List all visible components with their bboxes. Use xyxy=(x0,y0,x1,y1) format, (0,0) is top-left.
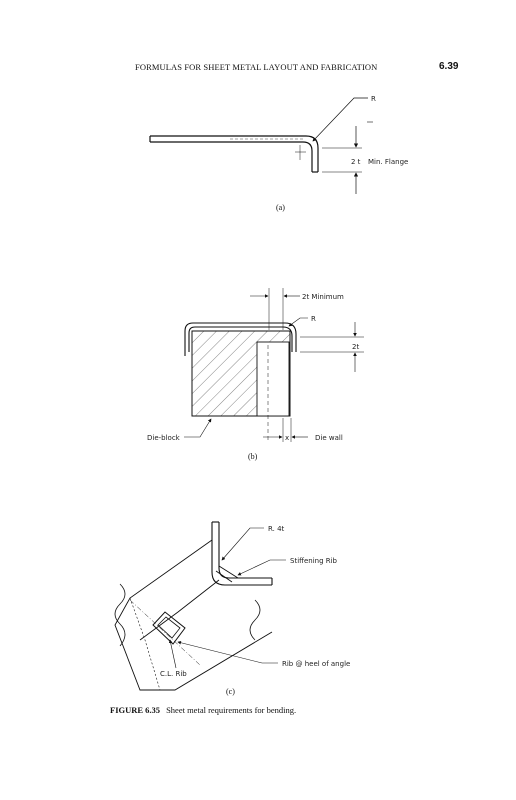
page-number: 6.39 xyxy=(439,61,459,72)
figure-a-sub-caption: (a) xyxy=(276,203,285,212)
figure-c-radius-label: R. 4t xyxy=(268,525,285,533)
running-header-title: FORMULAS FOR SHEET METAL LAYOUT AND FABR… xyxy=(135,62,378,72)
figure-c-rib-heel-label: Rib @ heel of angle xyxy=(282,660,350,668)
figure-caption-number: FIGURE 6.35 xyxy=(110,705,161,715)
figure-a-flange-label: 2 t xyxy=(351,158,361,166)
figure-c-sub-caption: (c) xyxy=(226,687,235,696)
figure-caption: FIGURE 6.35 Sheet metal requirements for … xyxy=(110,705,296,715)
figure-b-x-label: x xyxy=(285,434,289,442)
figure-caption-text: Sheet metal requirements for bending. xyxy=(166,705,297,715)
figure-b-die-wall-label: Die wall xyxy=(315,434,343,442)
figure-a-drawing xyxy=(149,97,373,194)
figure-a-radius-label: R xyxy=(371,95,376,103)
figure-b-die-block-label: Die-block xyxy=(147,434,181,442)
figure-c-stiffening-rib-label: Stiffening Rib xyxy=(290,557,338,565)
figure-c-drawing xyxy=(114,521,286,691)
figure-b-height-label: 2t xyxy=(352,343,359,351)
figure-b-drawing xyxy=(184,288,364,442)
figure-a-min-flange-label: Min. Flange xyxy=(368,158,408,166)
figure-b-radius-label: R xyxy=(311,315,316,323)
figure-b-sub-caption: (b) xyxy=(248,452,258,461)
figure-b-minimum-label: 2t Minimum xyxy=(302,293,344,301)
figure-c-cl-rib-label: C.L. Rib xyxy=(160,670,187,678)
